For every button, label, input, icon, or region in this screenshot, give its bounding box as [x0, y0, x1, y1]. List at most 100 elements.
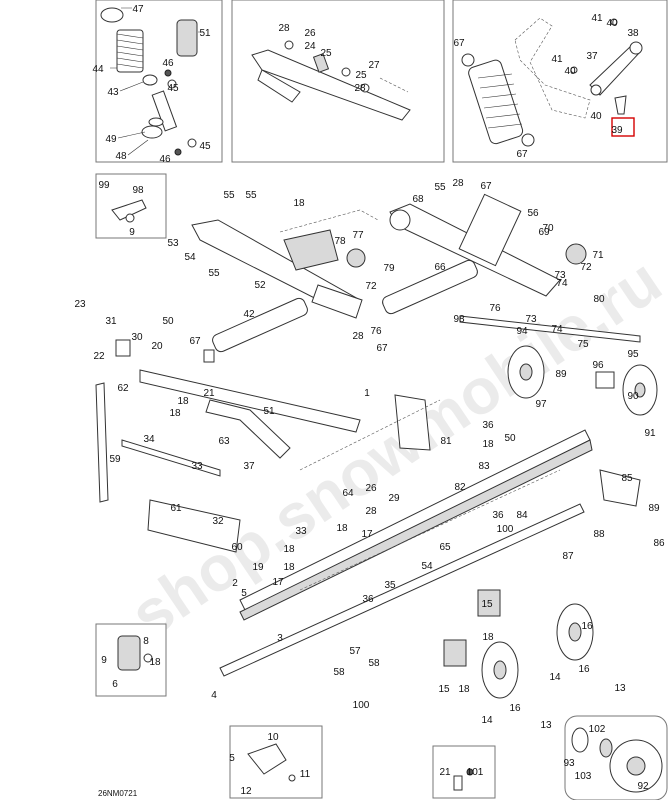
part-callout-21: 21 — [439, 767, 451, 778]
part-callout-28: 28 — [365, 506, 377, 517]
part-callout-40: 40 — [590, 111, 602, 122]
part-callout-86: 86 — [653, 538, 665, 549]
part-callout-40: 40 — [564, 66, 576, 77]
part-callout-66: 66 — [434, 262, 446, 273]
part-callout-72: 72 — [365, 281, 377, 292]
part-callout-91: 91 — [644, 428, 656, 439]
part-callout-55: 55 — [434, 182, 446, 193]
part-callout-22: 22 — [93, 351, 105, 362]
part-callout-62: 62 — [117, 383, 129, 394]
part-callout-51: 51 — [199, 28, 211, 39]
part-callout-48: 48 — [115, 151, 127, 162]
part-callout-10: 10 — [267, 732, 279, 743]
part-callout-53: 53 — [167, 238, 179, 249]
part-callout-26: 26 — [304, 28, 316, 39]
part-callout-67: 67 — [376, 343, 388, 354]
part-callout-29: 29 — [388, 493, 400, 504]
part-callout-76: 76 — [489, 303, 501, 314]
part-callout-52: 52 — [254, 280, 266, 291]
part-callout-17: 17 — [361, 529, 373, 540]
part-callout-73: 73 — [525, 314, 537, 325]
part-callout-55: 55 — [245, 190, 257, 201]
part-callout-37: 37 — [586, 51, 598, 62]
part-callout-45: 45 — [199, 141, 211, 152]
front-arm-assembly — [191, 209, 379, 319]
part-callout-89: 89 — [555, 369, 567, 380]
rear-arm-assembly — [346, 193, 587, 297]
strap-59 — [95, 382, 109, 503]
part-callout-25: 25 — [320, 48, 332, 59]
part-callout-60: 60 — [231, 542, 243, 553]
part-callout-28: 28 — [354, 83, 366, 94]
part-callout-76: 76 — [370, 326, 382, 337]
inset-wheel-bearing — [564, 715, 668, 800]
part-callout-88: 88 — [593, 529, 605, 540]
part-callout-78: 78 — [334, 236, 346, 247]
part-callout-1: 1 — [364, 388, 370, 399]
part-callout-15: 15 — [481, 599, 493, 610]
part-callout-67: 67 — [516, 149, 528, 160]
part-callout-13: 13 — [540, 720, 552, 731]
part-callout-81: 81 — [440, 436, 452, 447]
part-callout-12: 12 — [240, 786, 252, 797]
part-callout-25: 25 — [355, 70, 367, 81]
part-callout-36: 36 — [492, 510, 504, 521]
track-torque-arm — [139, 369, 431, 459]
part-callout-41: 41 — [591, 13, 603, 24]
part-callout-101: 101 — [467, 767, 484, 778]
part-callout-16: 16 — [581, 621, 593, 632]
part-callout-50: 50 — [504, 433, 516, 444]
part-callout-67: 67 — [480, 181, 492, 192]
part-callout-20: 20 — [151, 341, 163, 352]
part-callout-68: 68 — [412, 194, 424, 205]
coil-spring-icon — [116, 29, 144, 73]
part-callout-80: 80 — [593, 294, 605, 305]
lower-wheels — [443, 469, 641, 699]
part-callout-46: 46 — [162, 58, 174, 69]
part-callout-16: 16 — [578, 664, 590, 675]
part-callout-63: 63 — [218, 436, 230, 447]
part-callout-67: 67 — [453, 38, 465, 49]
part-callout-2: 2 — [232, 578, 238, 589]
part-callout-100: 100 — [353, 700, 370, 711]
part-callout-98: 98 — [132, 185, 144, 196]
cross-shafts — [115, 315, 641, 553]
part-callout-28: 28 — [278, 23, 290, 34]
part-callout-24: 24 — [304, 41, 316, 52]
part-callout-34: 34 — [143, 434, 155, 445]
part-callout-55: 55 — [223, 190, 235, 201]
part-callout-70: 70 — [542, 223, 554, 234]
part-callout-18: 18 — [169, 408, 181, 419]
inset-grease — [432, 745, 496, 799]
part-callout-93: 93 — [563, 758, 575, 769]
part-callout-40: 40 — [606, 18, 618, 29]
inset-rail-clip — [229, 725, 323, 799]
part-callout-3: 3 — [277, 633, 283, 644]
part-callout-103: 103 — [575, 771, 592, 782]
part-callout-28: 28 — [452, 178, 464, 189]
part-callout-18: 18 — [283, 544, 295, 555]
inset-front-arm — [231, 0, 445, 163]
part-callout-75: 75 — [577, 339, 589, 350]
inset-slider-block — [95, 623, 167, 697]
part-callout-82: 82 — [454, 482, 466, 493]
part-callout-38: 38 — [627, 28, 639, 39]
part-callout-16: 16 — [509, 703, 521, 714]
part-callout-69: 69 — [538, 227, 550, 238]
part-callout-92: 92 — [637, 781, 649, 792]
part-callout-50: 50 — [162, 316, 174, 327]
part-callout-73: 73 — [554, 270, 566, 281]
part-callout-26: 26 — [365, 483, 377, 494]
part-callout-64: 64 — [342, 488, 354, 499]
part-callout-43: 43 — [107, 87, 119, 98]
part-callout-45: 45 — [167, 83, 179, 94]
part-callout-36: 36 — [362, 594, 374, 605]
part-callout-18: 18 — [458, 684, 470, 695]
part-callout-74: 74 — [556, 278, 568, 289]
part-callout-100: 100 — [497, 524, 514, 535]
part-callout-21: 21 — [203, 388, 215, 399]
part-callout-18: 18 — [149, 657, 161, 668]
part-callout-4: 4 — [211, 690, 217, 701]
